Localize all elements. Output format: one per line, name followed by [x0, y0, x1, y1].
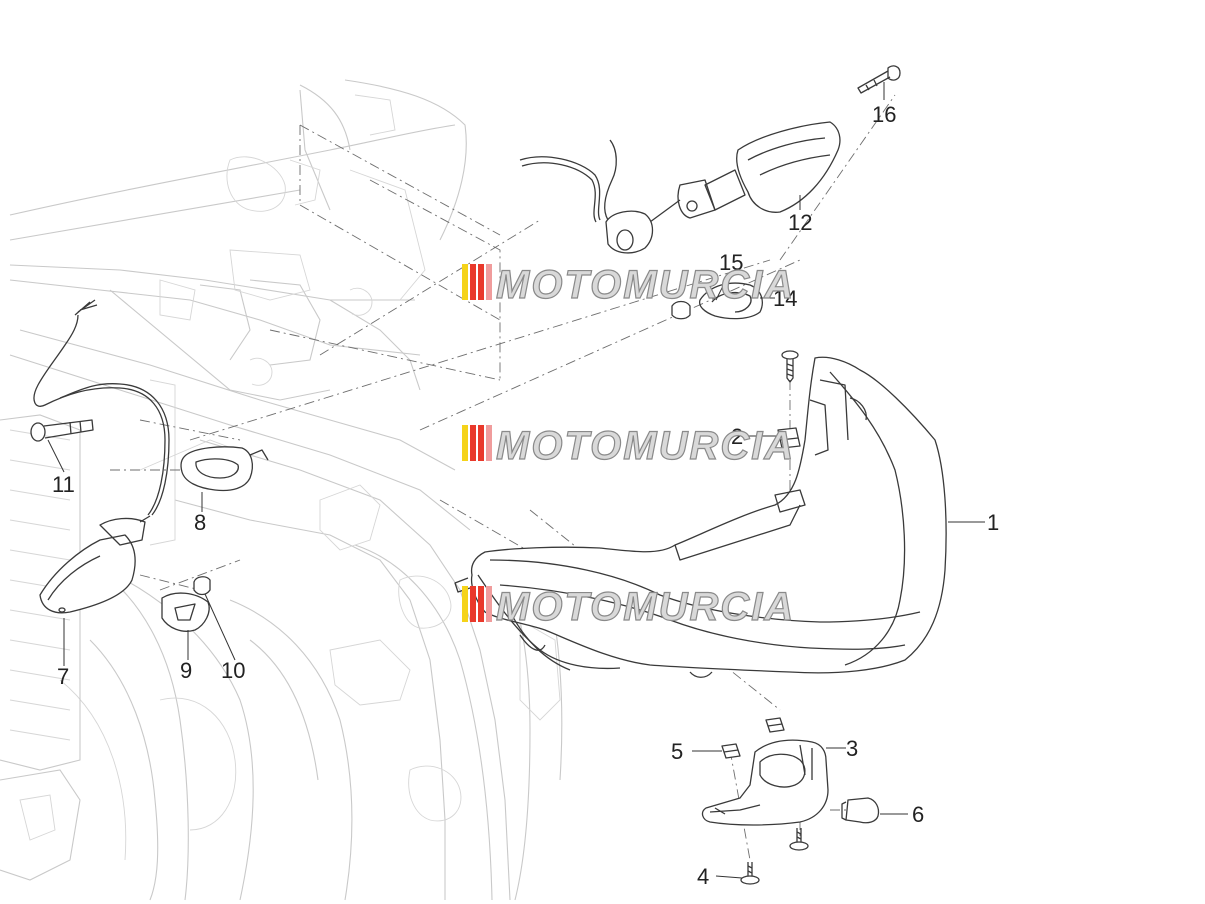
headlamp-assembly: [454, 356, 947, 678]
watermark-stripe: [478, 264, 484, 300]
watermark-stripe: [462, 264, 468, 300]
watermark-text: MOTOMURCIA: [496, 263, 795, 307]
bracket-part-8: [180, 446, 269, 492]
watermark-stripe: [462, 586, 468, 622]
watermark-middle: MOTOMURCIA: [462, 423, 795, 469]
indicator-wire: [519, 139, 654, 254]
leader-lines: [47, 82, 985, 879]
callout-14: 14: [773, 286, 797, 311]
nut-part-10: [193, 576, 211, 596]
scooter-body-outline: [0, 79, 563, 901]
watermark-top: MOTOMURCIA: [462, 262, 795, 308]
watermark-stripe: [470, 264, 476, 300]
callout-9: 9: [180, 658, 192, 683]
screws-part-4: [740, 828, 809, 885]
callout-labels: 1 2 3 4 5 6 7 8 9 10 11 12 14 15 16: [52, 102, 999, 889]
bolt-part-11: [30, 419, 94, 442]
callout-11: 11: [52, 472, 75, 497]
callout-7: 7: [57, 664, 69, 689]
clip-nuts-part-5: [721, 717, 785, 759]
watermark-stripe: [478, 586, 484, 622]
watermark-stripe: [486, 264, 492, 300]
screw-above-headlamp: [781, 350, 799, 383]
gasket-part-14: [698, 282, 763, 320]
callout-5: 5: [671, 739, 683, 764]
callout-8: 8: [194, 510, 206, 535]
callout-4: 4: [697, 864, 709, 889]
callout-16: 16: [872, 102, 896, 127]
nut-part-15: [671, 300, 691, 320]
gasket-part-9: [161, 592, 210, 632]
indicator-right-part-12: [649, 121, 841, 223]
watermark-stripe: [486, 586, 492, 622]
callout-15: 15: [719, 250, 743, 275]
watermark-bottom: MOTOMURCIA: [462, 584, 795, 630]
bulb-part-6: [841, 797, 880, 824]
callout-3: 3: [846, 736, 858, 761]
watermark-stripe: [470, 425, 476, 461]
watermark-text: MOTOMURCIA: [496, 424, 795, 468]
bolt-part-16: [857, 65, 901, 94]
clip-nut-part-2: [777, 427, 801, 449]
callout-2: 2: [731, 424, 743, 449]
callout-10: 10: [221, 658, 245, 683]
callout-6: 6: [912, 802, 924, 827]
callout-12: 12: [788, 210, 812, 235]
callout-1: 1: [987, 510, 999, 535]
bracket-part-3: [701, 739, 829, 826]
watermark-stripe: [462, 425, 468, 461]
indicator-left-part-7: [33, 299, 170, 614]
watermark-stripe: [470, 586, 476, 622]
watermark-stripe: [478, 425, 484, 461]
watermark-stripe: [486, 425, 492, 461]
watermark-text: MOTOMURCIA: [496, 585, 795, 629]
